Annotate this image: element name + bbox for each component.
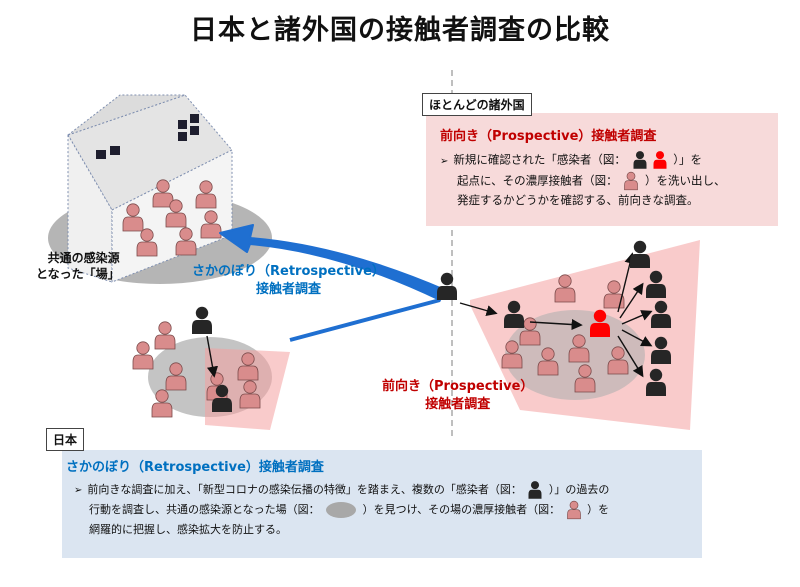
foreign-line2: 起点に、その濃厚接触者（図： ）を洗い出し、 [440, 171, 725, 191]
foreign-line3: 発症するかどうかを確認する、前向きな調査。 [457, 192, 699, 207]
source-label-line1: 共通の感染源 [47, 251, 120, 265]
retro-arrow-label: さかのぼり（Retrospective） 接触者調査 [192, 263, 385, 299]
japan-tab: 日本 [46, 428, 85, 451]
japan-line2-c: ）を [587, 503, 610, 516]
japan-text: ➢ 前向きな調査に加え、「新型コロナの感染伝播の特徴」を踏まえ、複数の「感染者（図… [74, 480, 609, 539]
foreign-line2-a: 起点に、その濃厚接触者（図： [457, 173, 618, 187]
foreign-line1-a: 新規に確認された「感染者（図： [453, 152, 626, 167]
japan-line2-b: ）を見つけ、その場の濃厚接触者（図： [362, 503, 561, 516]
pro-arrow-label: 前向き（Prospective） 接触者調査 [382, 378, 533, 414]
contact-person-icon [624, 171, 639, 190]
retrospective-arrow [219, 224, 446, 301]
foreign-line1-b: ）」を [673, 152, 702, 167]
pro-arrow-label-line2: 接触者調査 [425, 397, 491, 412]
foreign-line1: ➢ 新規に確認された「感染者（図： ）」を [440, 150, 725, 171]
infected-person-icon [528, 481, 542, 499]
japan-box [62, 450, 702, 558]
venue-ellipse-icon [326, 502, 357, 518]
retrospective-arrow-lower [289, 298, 441, 342]
foreign-text: ➢ 新規に確認された「感染者（図： ）」を 起点に、その濃厚接触者（図： ）を洗い… [440, 150, 725, 210]
source-label-line2: となった「場」 [36, 267, 120, 281]
japan-cluster-arrow [206, 335, 219, 378]
foreign-tab: ほとんどの諸外国 [422, 93, 532, 116]
retro-arrow-label-line2: 接触者調査 [255, 282, 321, 297]
bullet-icon: ➢ [440, 155, 449, 167]
japan-line2: 行動を調査し、共通の感染源となった場（図： ）を見つけ、その場の濃厚接触者（図：… [74, 500, 609, 520]
japan-line1-a: 前向きな調査に加え、「新型コロナの感染伝播の特徴」を踏まえ、複数の「感染者（図： [87, 483, 522, 496]
retro-arrow-label-line1: さかのぼり（Retrospective） [192, 264, 385, 279]
foreign-box [426, 113, 778, 226]
japan-heading: さかのぼり（Retrospective）接触者調査 [66, 460, 324, 475]
page-title: 日本と諸外国の接触者調査の比較 [190, 15, 610, 46]
bullet-icon: ➢ [74, 485, 83, 496]
japan-line1: ➢ 前向きな調査に加え、「新型コロナの感染伝播の特徴」を踏まえ、複数の「感染者（図… [74, 480, 609, 500]
japan-line1-b: ）」の過去の [548, 483, 610, 496]
pro-arrow-label-line1: 前向き（Prospective） [382, 379, 534, 394]
japan-line2-a: 行動を調査し、共通の感染源となった場（図： [89, 503, 320, 516]
source-label: 共通の感染源 となった「場」 [36, 250, 120, 282]
foreign-heading: 前向き（Prospective）接触者調査 [440, 129, 657, 144]
foreign-line2-b: ）を洗い出し、 [644, 173, 726, 187]
contact-person-icon [566, 500, 581, 520]
infected-person-icon [633, 151, 667, 169]
japan-line3: 網羅的に把握し、感染拡大を防止する。 [89, 523, 287, 536]
prospective-arrows [459, 252, 653, 378]
